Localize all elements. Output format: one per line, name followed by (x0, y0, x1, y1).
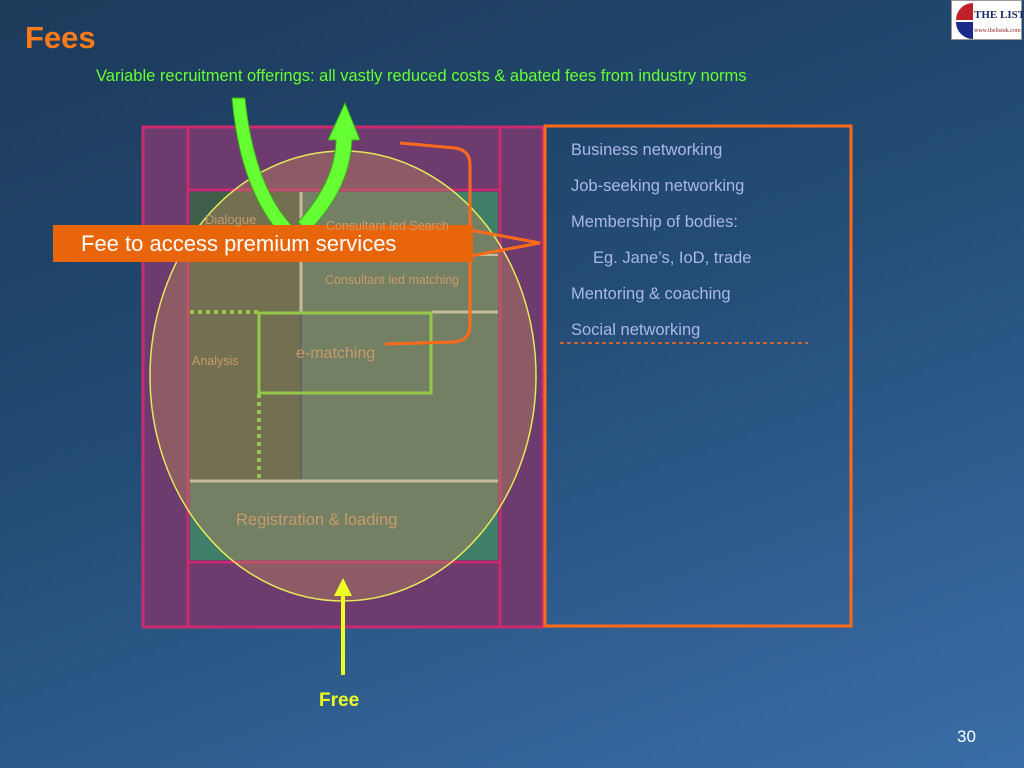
logo-name: THE LIST™ (974, 9, 1024, 21)
green-arrow-up-icon (297, 101, 361, 233)
bracket-pointer (469, 228, 541, 258)
list-item: Social networking (571, 321, 701, 339)
list-item: Eg. Jane’s, IoD, trade (593, 249, 752, 267)
fee-banner: Fee to access premium services (53, 225, 473, 262)
analysis-label: Analysis (192, 354, 239, 368)
slide-title: Fees (25, 20, 96, 55)
consultant-search-label: Consultant led Search (326, 219, 449, 233)
page-number: 30 (957, 727, 976, 746)
registration-label: Registration & loading (236, 511, 398, 529)
free-arrow-up-icon (334, 578, 352, 596)
list-item: Business networking (571, 141, 723, 159)
the-list-logo: THE LIST™ www.thelistuk.com (951, 0, 1024, 40)
list-item: Job-seeking networking (571, 177, 745, 195)
logo-globe-icon (956, 3, 973, 39)
e-matching-box (257, 311, 433, 395)
dialogue-label: Dialogue (205, 212, 257, 227)
consultant-matching-label: Consultant led matching (325, 273, 460, 287)
logo-url: www.thelistuk.com (974, 28, 1021, 34)
services-list-border (543, 124, 853, 628)
free-label: Free (319, 690, 360, 711)
registration-region (190, 482, 498, 560)
e-matching-label: e-matching (296, 345, 376, 362)
list-item: Mentoring & coaching (571, 285, 731, 303)
list-item: Membership of bodies: (571, 213, 738, 231)
slide-subtitle: Variable recruitment offerings: all vast… (96, 67, 747, 85)
